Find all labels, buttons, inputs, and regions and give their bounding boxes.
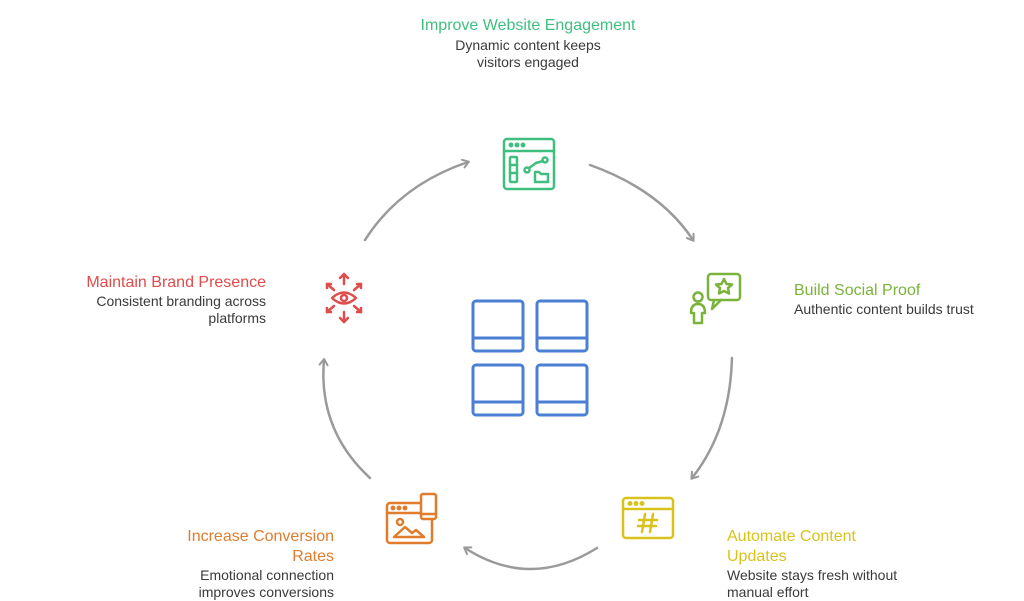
node-description: Website stays fresh without manual effor… bbox=[727, 567, 898, 600]
gallery-mobile-icon bbox=[385, 492, 438, 545]
arrow-automate-to-conversion bbox=[463, 546, 599, 571]
node-description: Authentic content builds trust bbox=[794, 301, 974, 317]
arrow-conversion-to-brand bbox=[318, 358, 372, 480]
node-description: Emotional connection improves conversion… bbox=[198, 567, 334, 600]
node-title: Improve Website Engagement bbox=[420, 17, 636, 34]
grid-widget-icon bbox=[471, 299, 589, 417]
arrow-brand-to-engagement bbox=[363, 158, 470, 242]
node-engagement: Improve Website Engagement Dynamic conte… bbox=[418, 16, 638, 71]
node-title: Increase Conversion Rates bbox=[187, 528, 334, 565]
node-brand: Maintain Brand Presence Consistent brand… bbox=[66, 273, 266, 327]
node-conversion: Increase Conversion Rates Emotional conn… bbox=[154, 527, 334, 601]
arrow-engagement-to-social bbox=[588, 163, 695, 242]
node-description: Dynamic content keeps visitors engaged bbox=[455, 37, 601, 70]
node-social-proof: Build Social Proof Authentic content bui… bbox=[794, 281, 1014, 318]
node-title: Maintain Brand Presence bbox=[86, 274, 266, 291]
node-description: Consistent branding across platforms bbox=[96, 293, 266, 326]
person-star-chat-icon bbox=[689, 272, 742, 325]
arrow-social-to-automate bbox=[690, 356, 734, 480]
browser-hashtag-icon bbox=[621, 496, 675, 540]
node-title: Automate Content Updates bbox=[727, 528, 856, 565]
eye-focus-icon bbox=[325, 272, 363, 324]
node-title: Build Social Proof bbox=[794, 282, 921, 299]
website-analytics-icon bbox=[502, 137, 556, 191]
node-automate: Automate Content Updates Website stays f… bbox=[727, 527, 917, 601]
